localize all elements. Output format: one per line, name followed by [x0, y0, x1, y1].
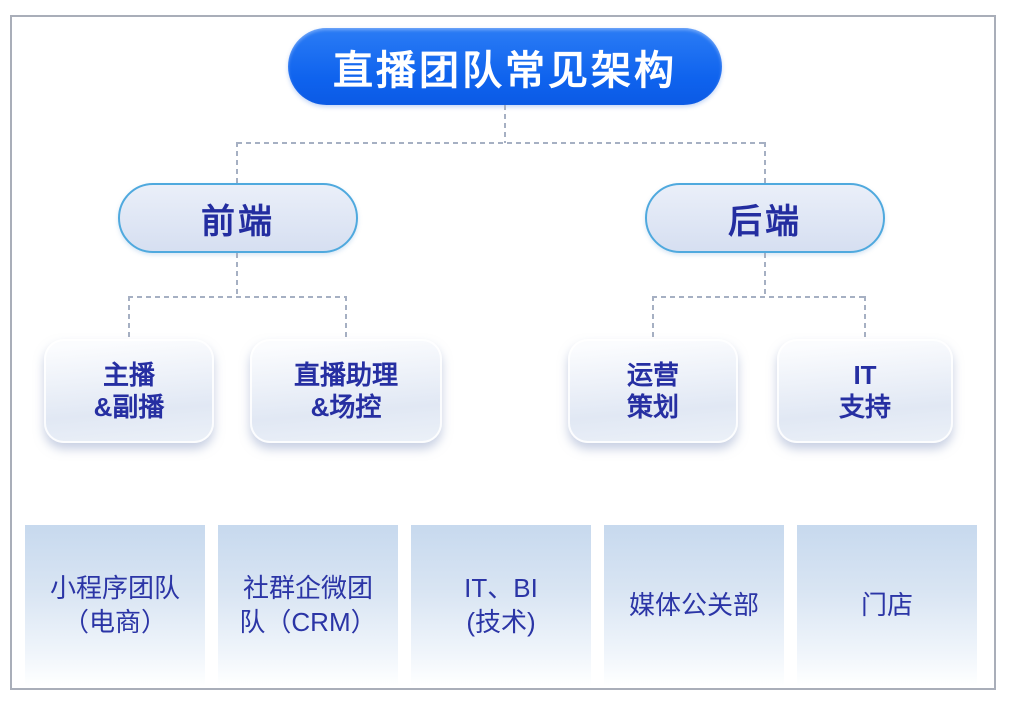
dept-community-crm-line1: 社群企微团 [242, 573, 373, 603]
connector-root-crossbar [237, 142, 766, 144]
connector-drop-backend [764, 142, 766, 183]
branch-node-backend: 后端 [645, 183, 885, 253]
role-node-operations: 运营 策划 [568, 339, 738, 443]
dept-node-stores: 门店 [797, 525, 977, 685]
branch-node-frontend: 前端 [118, 183, 358, 253]
role-assistant-line1: 直播助理 [293, 360, 398, 390]
dept-miniprogram-line1: 小程序团队 [49, 573, 180, 603]
role-anchor-line1: 主播 [102, 360, 155, 390]
connector-drop-it-support [864, 296, 866, 339]
connector-backend-stem [764, 253, 766, 297]
role-operations-line2: 策划 [626, 392, 679, 422]
root-node-title: 直播团队常见架构 [288, 28, 722, 105]
role-node-it-support: IT 支持 [777, 339, 953, 443]
branch-frontend-label: 前端 [201, 202, 275, 241]
role-it-support-line2: 支持 [838, 392, 891, 422]
dept-it-bi-line1: IT、BI [464, 573, 538, 603]
role-operations-line1: 运营 [626, 360, 679, 390]
dept-media-pr-line1: 媒体公关部 [628, 590, 759, 620]
dept-node-miniprogram: 小程序团队 （电商） [25, 525, 205, 685]
connector-root-stem [504, 105, 506, 143]
dept-node-community-crm: 社群企微团 队（CRM） [218, 525, 398, 685]
connector-drop-frontend [236, 142, 238, 183]
role-assistant-line2: &场控 [310, 392, 382, 422]
root-node-label: 直播团队常见架构 [333, 48, 677, 93]
connector-drop-anchor [128, 296, 130, 339]
chart-frame-border [10, 15, 996, 690]
connector-backend-crossbar [652, 296, 866, 298]
role-node-assistant: 直播助理 &场控 [250, 339, 442, 443]
dept-node-it-bi: IT、BI (技术) [411, 525, 591, 685]
connector-frontend-crossbar [128, 296, 347, 298]
dept-it-bi-line2: (技术) [466, 607, 536, 637]
connector-drop-assistant [345, 296, 347, 339]
connector-drop-operations [652, 296, 654, 339]
connector-frontend-stem [236, 253, 238, 297]
branch-backend-label: 后端 [728, 202, 802, 241]
dept-miniprogram-line2: （电商） [62, 607, 167, 637]
dept-community-crm-line2: 队（CRM） [239, 607, 377, 637]
role-node-anchor: 主播 &副播 [44, 339, 214, 443]
dept-node-media-pr: 媒体公关部 [604, 525, 784, 685]
role-it-support-line1: IT [853, 360, 877, 390]
role-anchor-line2: &副播 [93, 392, 165, 422]
dept-stores-line1: 门店 [860, 590, 913, 620]
